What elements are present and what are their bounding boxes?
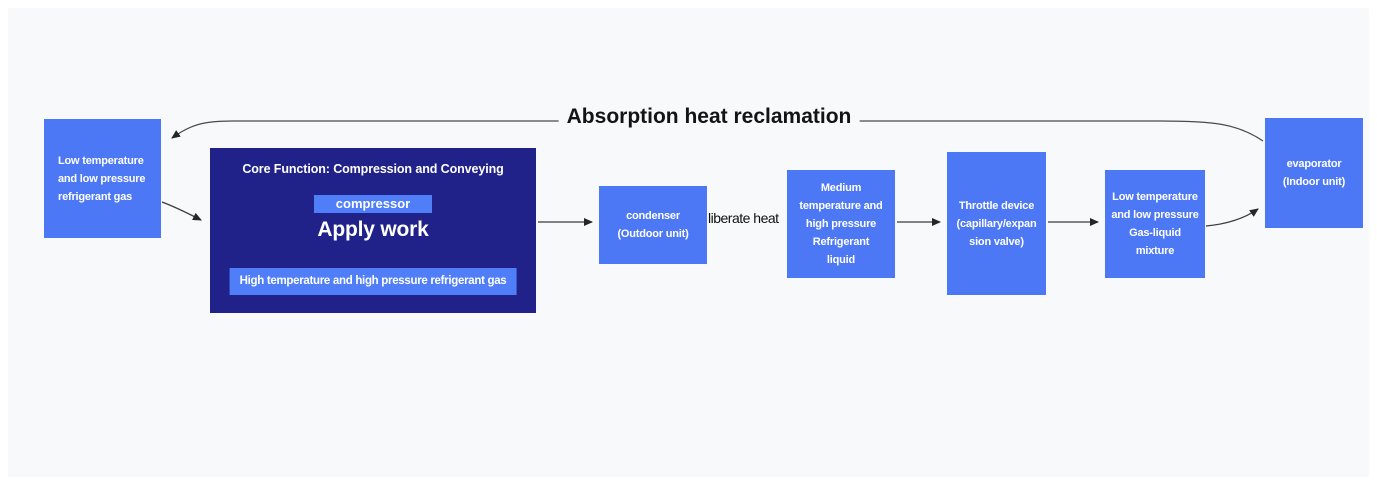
node-line: and low pressure — [58, 172, 146, 185]
node-line: temperature and — [799, 200, 883, 212]
liberate-heat-label: liberate heat — [708, 210, 779, 226]
node-line: Throttle device — [958, 199, 1035, 212]
node-low-temp-gas: Low temperature and low pressure refrige… — [44, 119, 161, 238]
node-line: Medium — [820, 182, 862, 194]
high-pressure-gas-chip: High temperature and high pressure refri… — [229, 268, 517, 295]
node-line: (capillary/expan — [956, 217, 1037, 230]
compressor-chip: compressor — [314, 195, 432, 213]
core-function-box: Core Function: Compression and Conveying… — [210, 148, 536, 313]
node-line: (Indoor unit) — [1282, 176, 1346, 188]
node-line: and low pressure — [1111, 209, 1199, 221]
node-throttle-device: Throttle device (capillary/expan sion va… — [947, 152, 1046, 295]
node-gas-liquid-mixture: Low temperature and low pressure Gas-liq… — [1105, 170, 1205, 278]
apply-work-label: Apply work — [317, 218, 429, 241]
node-line: Low temperature — [58, 154, 144, 167]
node-line: (Outdoor unit) — [617, 228, 689, 240]
node-line: liquid — [826, 254, 856, 266]
node-medium-liquid: Medium temperature and high pressure Ref… — [787, 170, 895, 278]
node-line: Low temperature — [1112, 191, 1198, 203]
node-line: mixture — [1135, 245, 1175, 257]
core-title: Core Function: Compression and Conveying — [242, 162, 504, 176]
node-condenser: condenser (Outdoor unit) — [599, 186, 707, 264]
node-evaporator: evaporator (Indoor unit) — [1265, 118, 1363, 228]
node-line: sion valve) — [969, 235, 1024, 248]
node-line: Refrigerant — [812, 236, 870, 248]
node-line: Gas-liquid — [1129, 227, 1181, 239]
diagram-title: Absorption heat reclamation — [558, 105, 860, 129]
node-line: evaporator — [1286, 158, 1342, 170]
node-line: high pressure — [805, 218, 877, 230]
node-line: refrigerant gas — [58, 190, 133, 203]
node-line: condenser — [626, 210, 680, 222]
